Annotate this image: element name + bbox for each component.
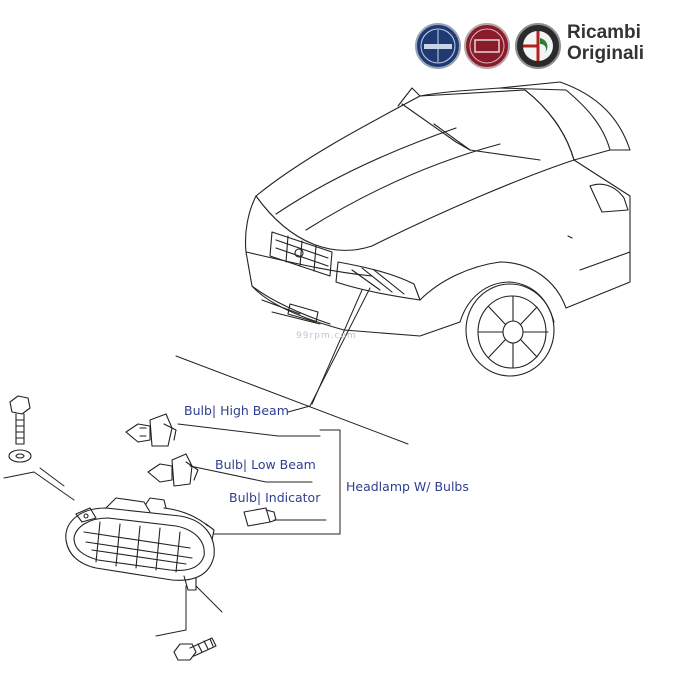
car-illustration	[244, 81, 631, 377]
brand-line-1: Ricambi	[567, 22, 641, 43]
brand-line-2: Originali	[567, 43, 645, 64]
brand-wordmark: Ricambi Originali	[567, 22, 644, 64]
watermark: 99rpm.com	[296, 331, 357, 341]
indicator-bulb	[243, 507, 277, 527]
fiat-badge	[464, 23, 510, 69]
headlamp-assembly	[65, 497, 215, 591]
alfa-romeo-badge	[515, 23, 561, 69]
label-bulb-indicator: Bulb| Indicator	[229, 490, 321, 505]
high-beam-bulb	[125, 413, 177, 447]
leader-lines	[3, 287, 409, 637]
label-headlamp-with-bulbs: Headlamp W/ Bulbs	[346, 479, 469, 494]
lancia-badge	[415, 23, 461, 69]
bolt-lower	[173, 637, 217, 661]
label-bulb-low-beam: Bulb| Low Beam	[215, 457, 316, 472]
label-bulb-high-beam: Bulb| High Beam	[184, 403, 289, 418]
low-beam-bulb	[147, 453, 199, 487]
bolt-upper	[8, 395, 32, 463]
